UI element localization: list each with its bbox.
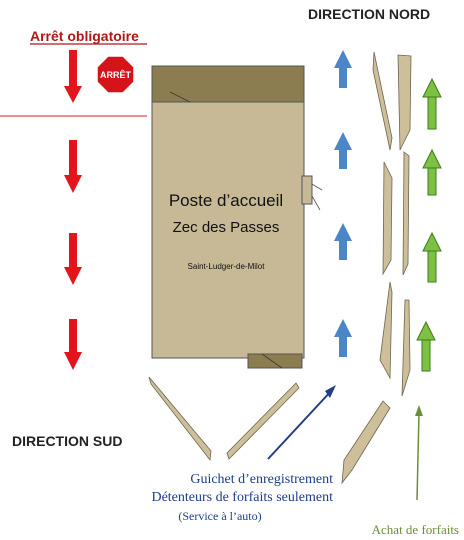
arrow-up-icon: [334, 132, 352, 169]
building-title: Poste d’accueil: [169, 191, 283, 210]
direction-south-label: DIRECTION SUD: [12, 433, 122, 449]
booth-label-line1: Guichet d’enregistrement: [190, 472, 333, 487]
purchase-label: Achat de forfaits: [372, 522, 459, 537]
booth-label-line3: (Service à l’auto): [178, 509, 261, 523]
lane-barriers-left: [372, 51, 393, 380]
arrow-up-icon: [334, 223, 352, 260]
arrow-down-icon: [64, 140, 82, 193]
arrow-down-icon: [64, 233, 82, 285]
booth-label-line2: Détenteurs de forfaits seulement: [151, 490, 333, 505]
arrow-up-icon: [422, 231, 442, 283]
svg-text:ARRÊT: ARRÊT: [100, 69, 132, 80]
arrow-down-icon: [64, 319, 82, 370]
arrow-down-icon: [64, 50, 82, 103]
arrow-up-icon: [422, 148, 442, 196]
south-barriers: [148, 376, 300, 462]
arrow-up-icon: [422, 77, 442, 130]
stop-sign-icon: ARRÊT: [96, 55, 135, 94]
building-subtitle: Zec des Passes: [173, 219, 280, 236]
purchase-pointer-arrow: [415, 405, 423, 501]
mandatory-stop-label: Arrêt obligatoire: [30, 28, 139, 44]
arrow-up-icon: [334, 319, 352, 357]
welcome-building: [151, 65, 323, 369]
booth-pointer-arrow: [267, 385, 336, 460]
arrow-up-icon: [416, 320, 436, 372]
direction-north-label: DIRECTION NORD: [308, 6, 430, 22]
arrow-up-icon: [334, 50, 352, 88]
lane-barriers-right: [341, 54, 412, 485]
building-location: Saint-Ludger-de-Milot: [188, 262, 266, 271]
